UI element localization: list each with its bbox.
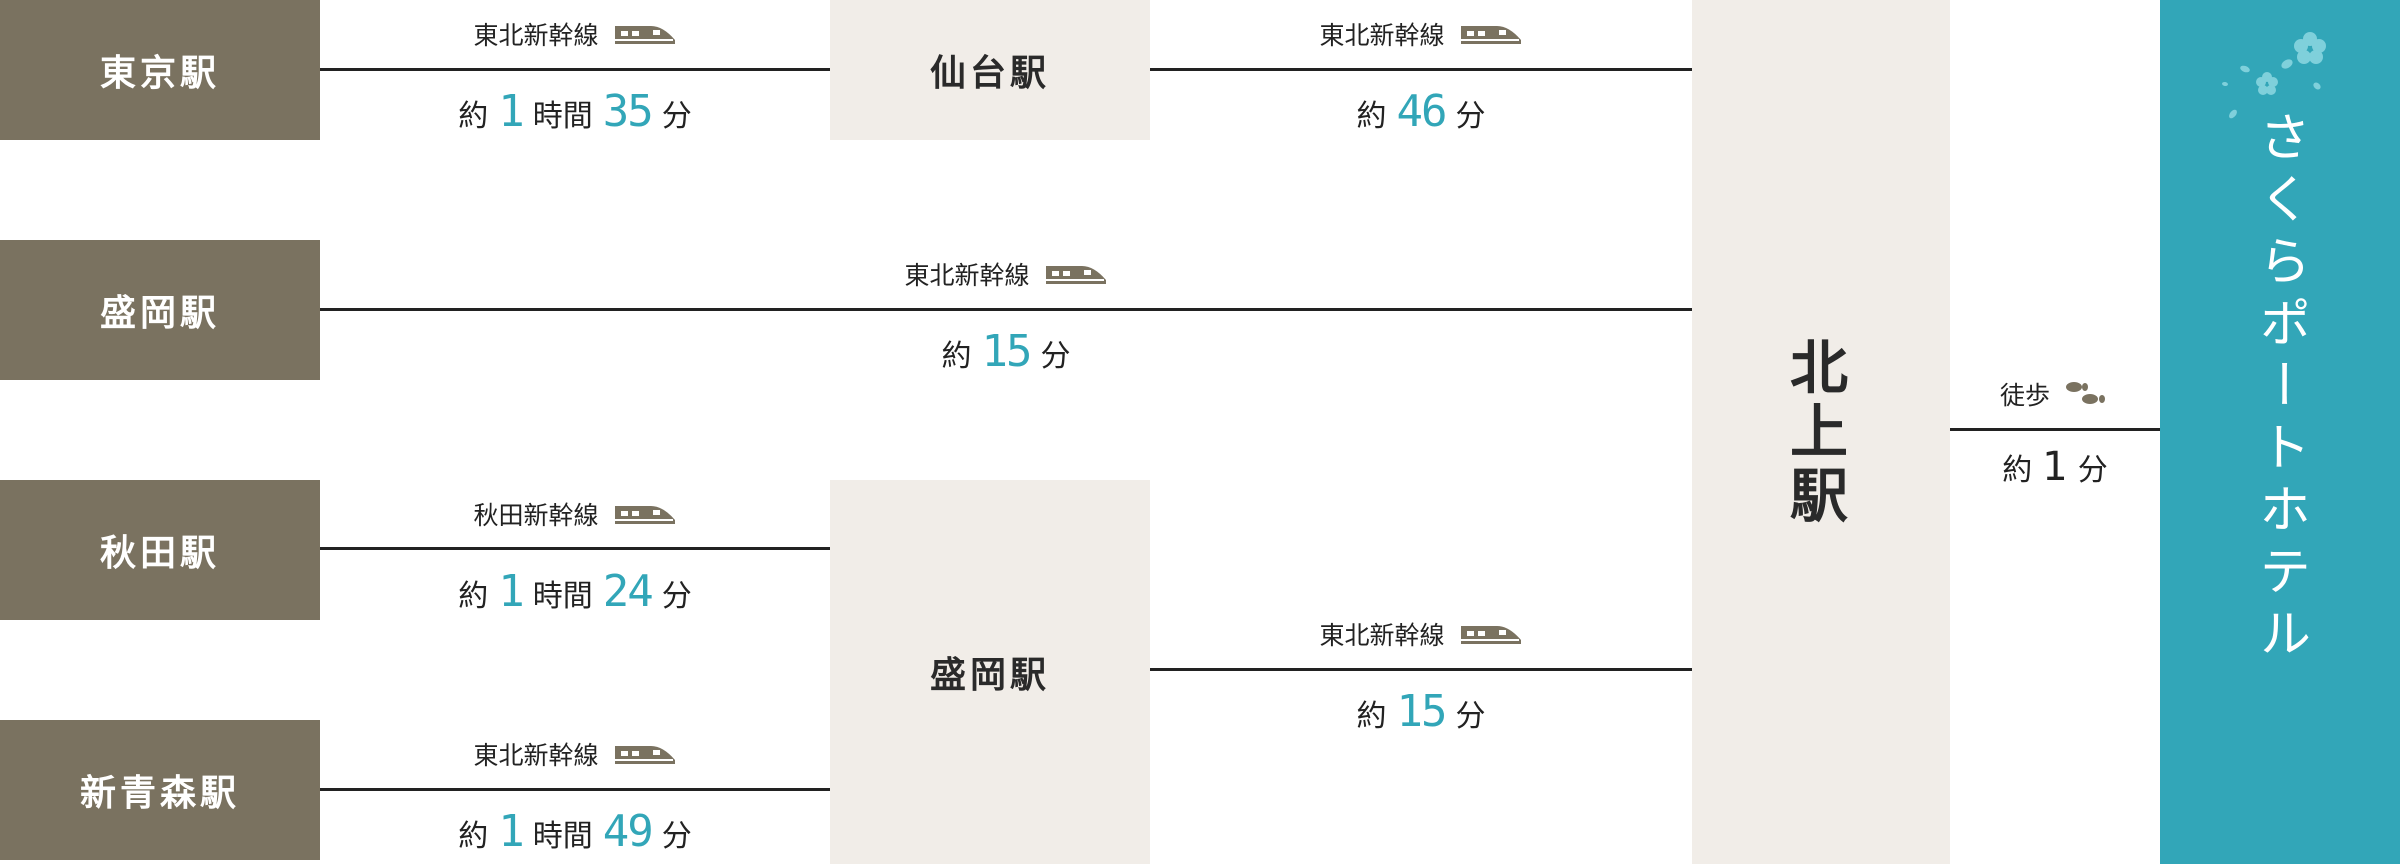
time-walk: 約 1 分 [1950,444,2160,498]
time-minutes: 35 [602,86,654,137]
time-minutes: 49 [602,806,654,857]
time-prefix: 約 [458,579,489,614]
time-hours-unit: 時間 [532,819,593,854]
time-minutes-unit: 分 [1040,339,1071,374]
shinkansen-icon [613,500,677,528]
time-akita-morioka: 約 1 時間 24 分 [320,566,830,620]
time-shinaomori-morioka: 約 1 時間 49 分 [320,806,830,860]
station-morioka-origin: 盛岡駅 [0,240,320,380]
shinkansen-icon [1459,620,1523,648]
time-minutes: 24 [602,566,654,617]
hotel-name: さくらポートホテル [2249,110,2310,668]
line-akita-morioka [320,547,830,550]
time-minutes-unit: 分 [661,99,692,134]
route-moriokahub-kitakami: 東北新幹線 [1150,614,1692,654]
line-moriokahub-kitakami [1150,668,1692,671]
station-sendai-label: 仙台駅 [929,52,1050,94]
time-minutes-unit: 分 [661,819,692,854]
sakura-petals-icon [2205,24,2335,124]
time-prefix: 約 [458,99,489,134]
shinkansen-icon [1459,20,1523,48]
time-prefix: 約 [941,339,972,374]
route-line-name: 東北新幹線 [473,21,599,50]
kitakami-char-3: 駅 [1789,462,1852,530]
time-minutes: 15 [1396,686,1448,737]
time-prefix: 約 [458,819,489,854]
line-morioka-kitakami [320,308,1692,311]
station-sendai: 仙台駅 [830,0,1150,140]
route-morioka-kitakami: 東北新幹線 [320,254,1692,294]
route-akita-morioka: 秋田新幹線 [320,494,830,534]
time-prefix: 約 [2002,453,2033,488]
shinkansen-icon [613,740,677,768]
footprints-icon [2064,379,2110,409]
time-sendai-kitakami: 約 46 分 [1150,86,1692,140]
line-shinaomori-morioka [320,788,830,791]
line-tokyo-sendai [320,68,830,71]
line-sendai-kitakami [1150,68,1692,71]
station-shin-aomori-label: 新青森駅 [79,772,240,814]
station-tokyo: 東京駅 [0,0,320,140]
route-line-name: 東北新幹線 [473,741,599,770]
station-akita-label: 秋田駅 [99,532,220,574]
walk-mode: 徒歩 [1999,381,2050,410]
time-hours: 1 [498,86,524,137]
time-morioka-kitakami: 約 15 分 [320,326,1692,380]
time-tokyo-sendai: 約 1 時間 35 分 [320,86,830,140]
station-shin-aomori: 新青森駅 [0,720,320,860]
route-shinaomori-morioka: 東北新幹線 [320,734,830,774]
route-line-name: 東北新幹線 [904,261,1030,290]
station-morioka-hub: 盛岡駅 [830,480,1150,864]
hotel-panel: さくらポートホテル [2160,0,2400,864]
time-hours: 1 [498,806,524,857]
time-minutes: 1 [2042,444,2068,490]
route-walk: 徒歩 [1950,374,2160,414]
time-hours-unit: 時間 [532,579,593,614]
route-sendai-kitakami: 東北新幹線 [1150,14,1692,54]
time-prefix: 約 [1356,99,1387,134]
time-minutes: 46 [1396,86,1448,137]
time-hours: 1 [498,566,524,617]
route-line-name: 東北新幹線 [1319,21,1445,50]
route-line-name: 東北新幹線 [1319,621,1445,650]
line-walk-hotel [1950,428,2160,431]
station-morioka-origin-label: 盛岡駅 [99,292,220,334]
station-kitakami: 北 上 駅 [1692,0,1950,864]
station-morioka-hub-label: 盛岡駅 [929,654,1050,696]
station-tokyo-label: 東京駅 [99,52,220,94]
shinkansen-icon [613,20,677,48]
time-prefix: 約 [1356,699,1387,734]
shinkansen-icon [1044,260,1108,288]
time-hours-unit: 時間 [532,99,593,134]
station-akita: 秋田駅 [0,480,320,620]
route-line-name: 秋田新幹線 [473,501,599,530]
kitakami-char-1: 北 [1789,334,1852,402]
time-moriokahub-kitakami: 約 15 分 [1150,686,1692,740]
time-minutes-unit: 分 [1455,699,1486,734]
time-minutes: 15 [981,326,1033,377]
route-tokyo-sendai: 東北新幹線 [320,14,830,54]
kitakami-char-2: 上 [1789,398,1852,466]
time-minutes-unit: 分 [2077,453,2108,488]
time-minutes-unit: 分 [1455,99,1486,134]
time-minutes-unit: 分 [661,579,692,614]
